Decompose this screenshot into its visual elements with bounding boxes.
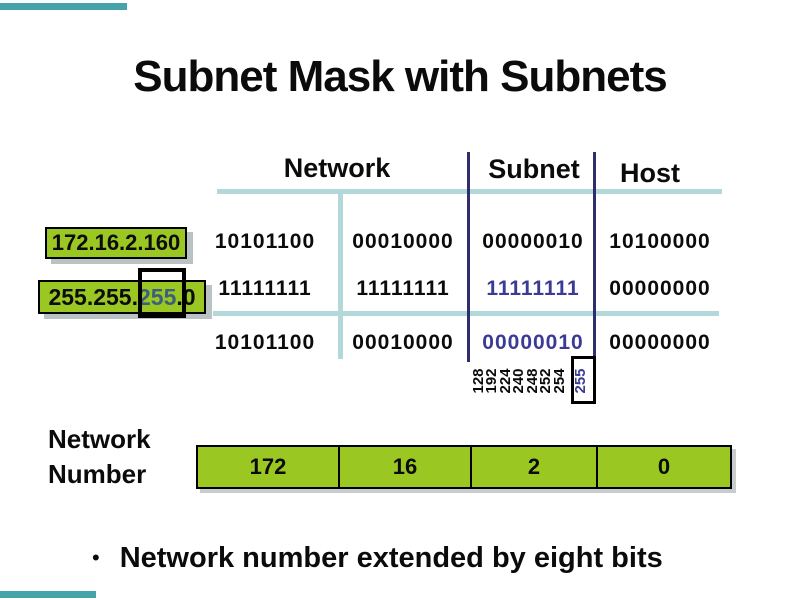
binary-cell-subnet-mask: 11111111 bbox=[486, 277, 580, 300]
network-subnet-divider-line bbox=[467, 152, 470, 362]
binary-cell: 10101100 bbox=[214, 331, 316, 354]
subnet-mask-box: 255.255.255.0 bbox=[38, 280, 206, 314]
column-header-host: Host bbox=[620, 158, 680, 188]
ip-address-box: 172.16.2.160 bbox=[45, 227, 187, 259]
bullet-point: • Network number extended by eight bits bbox=[92, 540, 663, 576]
binary-cell: 00000000 bbox=[609, 277, 711, 300]
binary-cell: 00010000 bbox=[352, 230, 454, 253]
column-header-subnet: Subnet bbox=[488, 154, 580, 184]
bullet-marker: • bbox=[92, 545, 100, 570]
binary-cell: 00000010 bbox=[482, 230, 584, 253]
network-number-cell: 172 bbox=[249, 454, 287, 479]
network-number-bar: 172 16 2 0 bbox=[196, 445, 732, 489]
binary-cell: 00000000 bbox=[609, 331, 711, 354]
binary-cell: 10100000 bbox=[609, 230, 711, 253]
binary-cell: 11111111 bbox=[356, 277, 450, 300]
binary-cell: 11111111 bbox=[218, 277, 312, 300]
row-divider-line bbox=[213, 311, 719, 316]
binary-cell: 10101100 bbox=[214, 230, 316, 253]
subnet-scale-255-box bbox=[571, 356, 596, 404]
network-number-label-line2: Number bbox=[48, 459, 147, 489]
network-number-label: Network Number bbox=[48, 422, 151, 492]
binary-cell-subnet-result: 00000010 bbox=[482, 331, 584, 354]
octet-divider-line bbox=[338, 191, 343, 359]
mask-prefix: 255.255. bbox=[48, 283, 138, 310]
subnet-scale-value: 254 bbox=[551, 368, 568, 394]
network-number-label-line1: Network bbox=[48, 424, 151, 454]
network-number-cell: 0 bbox=[596, 447, 730, 487]
slide-title: Subnet Mask with Subnets bbox=[133, 52, 667, 101]
top-accent-bar bbox=[0, 3, 127, 10]
bottom-accent-bar bbox=[0, 591, 96, 598]
binary-cell: 00010000 bbox=[352, 331, 454, 354]
mask-octet-highlight-rect bbox=[138, 268, 186, 318]
network-number-cell: 2 bbox=[470, 447, 596, 487]
subnet-host-divider-line bbox=[593, 152, 596, 362]
mask-highlighted-octet: 255 bbox=[137, 283, 177, 310]
ip-address-value: 172.16.2.160 bbox=[51, 230, 181, 255]
column-header-network: Network bbox=[283, 153, 391, 183]
network-number-cell: 16 bbox=[338, 447, 470, 487]
bullet-text: Network number extended by eight bits bbox=[119, 541, 663, 574]
